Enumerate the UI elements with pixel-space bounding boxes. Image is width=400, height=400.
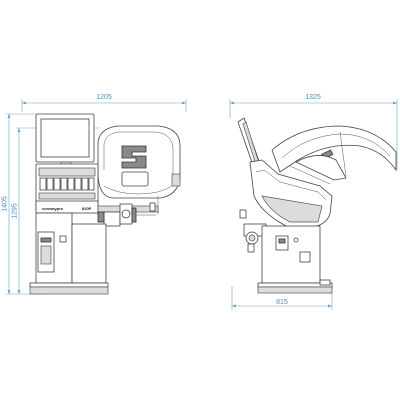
front-view: 1205 1405 1295 bbox=[2, 94, 187, 295]
front-body-height-label: 1295 bbox=[12, 203, 19, 219]
console-model: 820P bbox=[82, 206, 92, 211]
side-width-label: 1325 bbox=[305, 94, 321, 101]
wheel-guard bbox=[97, 125, 181, 199]
front-width-label: 1205 bbox=[96, 94, 112, 101]
side-width-dimension: 1325 bbox=[229, 94, 398, 170]
side-view: 1325 815 bbox=[229, 94, 398, 310]
side-depth-label: 815 bbox=[276, 299, 288, 306]
balancer-shaft bbox=[97, 196, 159, 227]
front-total-height-label: 1405 bbox=[2, 196, 9, 212]
front-width-dimension: 1205 bbox=[21, 94, 187, 112]
side-body bbox=[249, 159, 333, 229]
monitor bbox=[35, 113, 95, 167]
weight-compartments bbox=[39, 177, 95, 191]
side-cabinet bbox=[257, 225, 333, 294]
front-cabinet bbox=[29, 211, 109, 295]
side-wheel-guard bbox=[271, 125, 397, 185]
console-brand: sonwaypro bbox=[42, 206, 64, 211]
guard-logo-icon bbox=[121, 145, 147, 169]
weight-tray: sonwaypro 820P bbox=[35, 163, 99, 214]
